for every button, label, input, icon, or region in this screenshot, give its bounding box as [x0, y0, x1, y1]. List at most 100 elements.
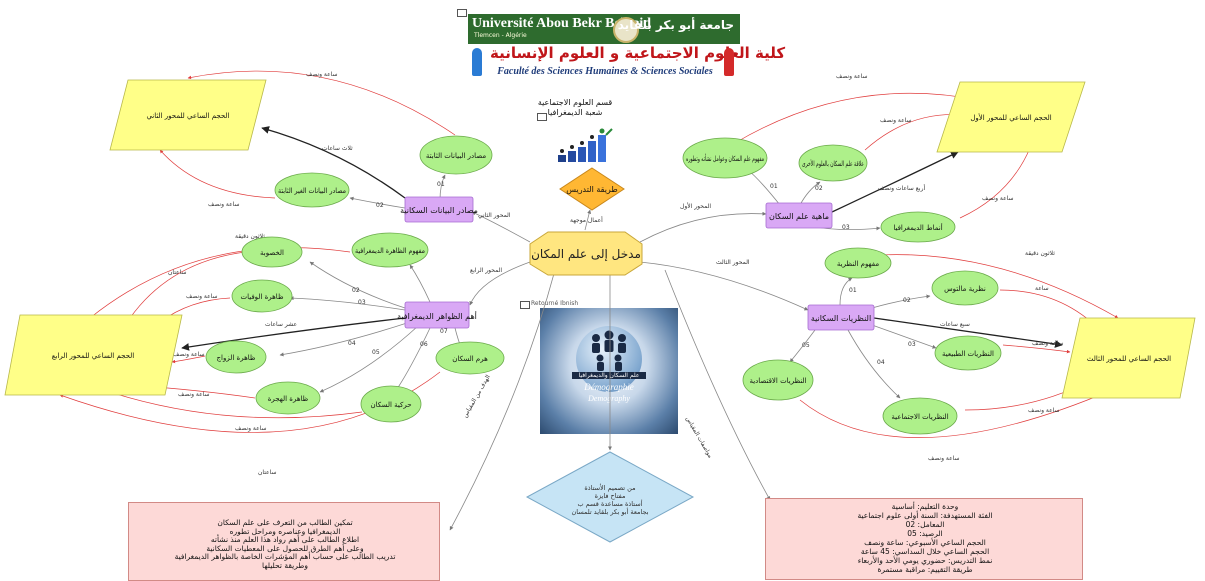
central-topic-node: [529, 231, 643, 276]
department-heading: قسم العلوم الاجتماعية شعبة الديمغرافيا: [520, 98, 630, 118]
topic-node-t12: [798, 144, 868, 182]
axis2-node: [404, 196, 474, 223]
info-line-2: الفئة المستهدفة: السنة أولى علوم اجتماعي…: [857, 511, 993, 520]
central-topic-label: مدخل إلى علم المكان: [531, 247, 641, 261]
edge-central-info: [664, 269, 771, 501]
edge-central-axis1: [639, 211, 767, 243]
image-marker-icon: [457, 9, 467, 17]
edge-label-t32: ساعة: [1035, 285, 1049, 292]
topic-node-t47: [435, 341, 505, 375]
num-t45: 05: [372, 349, 380, 356]
edge-a4-hours: [181, 317, 406, 351]
edge-label-t47: ساعتان: [258, 469, 276, 476]
topic-label-t45: ظاهرة الهجرة: [268, 395, 309, 403]
topic-label-t21: مصادر البيانات الثابتة: [426, 152, 486, 160]
person-figure-icon: [472, 48, 482, 76]
hours-label-axis4: الحجم الساعي للمحور الرابع: [52, 352, 135, 360]
axis2-label: مصادر البيانات السكانية: [400, 206, 478, 215]
edge-central-axis2: [471, 211, 531, 243]
num-t13: 03: [842, 224, 850, 231]
edge-a3-t3: [871, 324, 937, 349]
num-t46: 06: [420, 341, 428, 348]
edge-a4-t1: [409, 264, 431, 303]
edge-label-t13: ساعة ونصف: [982, 195, 1014, 202]
edge-label-t21: ساعة ونصف: [306, 71, 338, 78]
num-t21: 01: [437, 181, 445, 188]
hours-label-axis2: الحجم الساعي للمحور الثاني: [146, 112, 229, 120]
person-figure-icon: [724, 48, 734, 76]
edge-t11-hours: [734, 92, 979, 144]
num-t33: 03: [908, 341, 916, 348]
edge-central-goal: [449, 269, 556, 531]
edge-label-method: أعمال موجهة: [570, 216, 603, 224]
topic-node-t22: [274, 172, 350, 208]
axis4-label: أهم الظواهر الديمغرافية: [397, 311, 477, 321]
edge-a3-hours: [873, 317, 1063, 348]
hours-node-axis2: [109, 79, 267, 151]
designer-node: [525, 451, 695, 543]
edge-label-t22: ساعة ونصف: [208, 201, 240, 208]
course-info-box: وحدة التعليم: أساسية الفئة المستهدفة: ال…: [765, 498, 1083, 580]
topic-label-t47: هرم السكان: [452, 355, 488, 363]
topic-node-t42: [241, 236, 303, 268]
topic-label-t42: الخصوبة: [260, 249, 284, 257]
topic-label-t13: أنماط الديمغرافيا: [893, 223, 942, 232]
topic-label-t32: نظرية مالتوس: [944, 285, 986, 293]
banner-top-strip: Université Abou Bekr Belkaid Tlemcen - A…: [468, 14, 740, 44]
hours-label-axis3: الحجم الساعي للمحور الثالث: [1087, 355, 1171, 363]
axis1-label: ماهية علم السكان: [769, 212, 829, 221]
topic-node-t46: [360, 385, 422, 423]
edge-label-t12: ساعة ونصف: [880, 117, 912, 124]
topic-label-t11: مفهوم علم السكان وعوامل نشأته وتطوره: [686, 153, 764, 163]
demography-photo: علم السكان والديمغرافيا Démographie Demo…: [540, 308, 678, 434]
topic-label-t44: ظاهرة الزواج: [217, 354, 256, 362]
designer-line-1: من تصميم الأستاذة: [584, 483, 635, 492]
topic-label-t43: ظاهرة الوفيات: [240, 293, 283, 301]
edge-label-t33: ساعة ونصف: [1032, 340, 1064, 347]
edge-t41-hours: [89, 247, 351, 319]
edge-t31-hours: [879, 254, 1119, 319]
objective-line-1: تمكين الطالب من التعرف على علم السكان: [217, 518, 353, 527]
department-line-2: شعبة الديمغرافيا: [547, 108, 603, 117]
edge-label-hours-a4: عشر ساعات: [265, 321, 297, 328]
edge-label-t34: ساعة ونصف: [1028, 407, 1060, 414]
photo-source-label: Retourné Ibnish: [531, 300, 579, 307]
edge-t22-hours: [159, 149, 276, 199]
topic-node-t21: [419, 135, 493, 175]
topic-node-t11: [682, 137, 768, 179]
edge-label-goal: الهدف من المقياس: [462, 373, 492, 419]
objective-line-4: وعلى أهم الطرق للحصول على المعطيات السكا…: [206, 543, 364, 553]
designer-line-3: أستاذة مساعدة قسم ب: [578, 499, 643, 508]
edge-a1-hours: [831, 151, 959, 213]
faculty-name-ar: كلية العلوم الاجتماعية و العلوم الإنساني…: [490, 44, 786, 62]
axis4-node: [404, 301, 470, 329]
num-t31: 01: [849, 287, 857, 294]
edge-label-axis2: المحور الثاني: [478, 212, 511, 219]
university-seal-icon: [613, 17, 639, 43]
teaching-method-label: طريقة التدريس: [566, 185, 617, 194]
objective-line-6: وطريقة تحليلها: [262, 560, 308, 570]
hours-node-axis1: [936, 81, 1086, 153]
info-line-1: وحدة التعليم: أساسية: [891, 502, 959, 511]
num-t47: 07: [440, 328, 448, 335]
university-name-ar: جامعة أبو بكر بلقايد: [617, 18, 734, 32]
edge-a4-t2: [309, 261, 406, 309]
edge-t35-hours: [799, 389, 1113, 438]
info-line-7: نمط التدريس: حضوري يومي الأحد والأربعاء: [857, 556, 993, 565]
edge-central-method: [584, 209, 592, 231]
edge-label-axis1: المحور الأول: [680, 202, 711, 210]
edge-label-axis3: المحور الثالث: [716, 259, 750, 266]
teaching-method-node: [559, 167, 625, 211]
num-t43: 03: [358, 299, 366, 306]
topic-label-t22: مصادر البيانات الغير الثابتة: [278, 187, 346, 195]
edge-a1-t2: [799, 181, 821, 206]
info-line-6: الحجم الساعي خلال السداسي: 45 ساعة: [860, 547, 990, 556]
num-t32: 02: [903, 297, 911, 304]
edge-t44-hours: [171, 355, 206, 364]
edge-t21-hours: [187, 70, 456, 136]
topic-label-t31: مفهوم النظرية: [837, 260, 879, 268]
edge-t46-hours: [109, 391, 363, 419]
topic-node-t13: [880, 211, 956, 243]
topic-node-t32: [931, 270, 999, 306]
edge-label-t11: ساعة ونصف: [836, 73, 868, 80]
